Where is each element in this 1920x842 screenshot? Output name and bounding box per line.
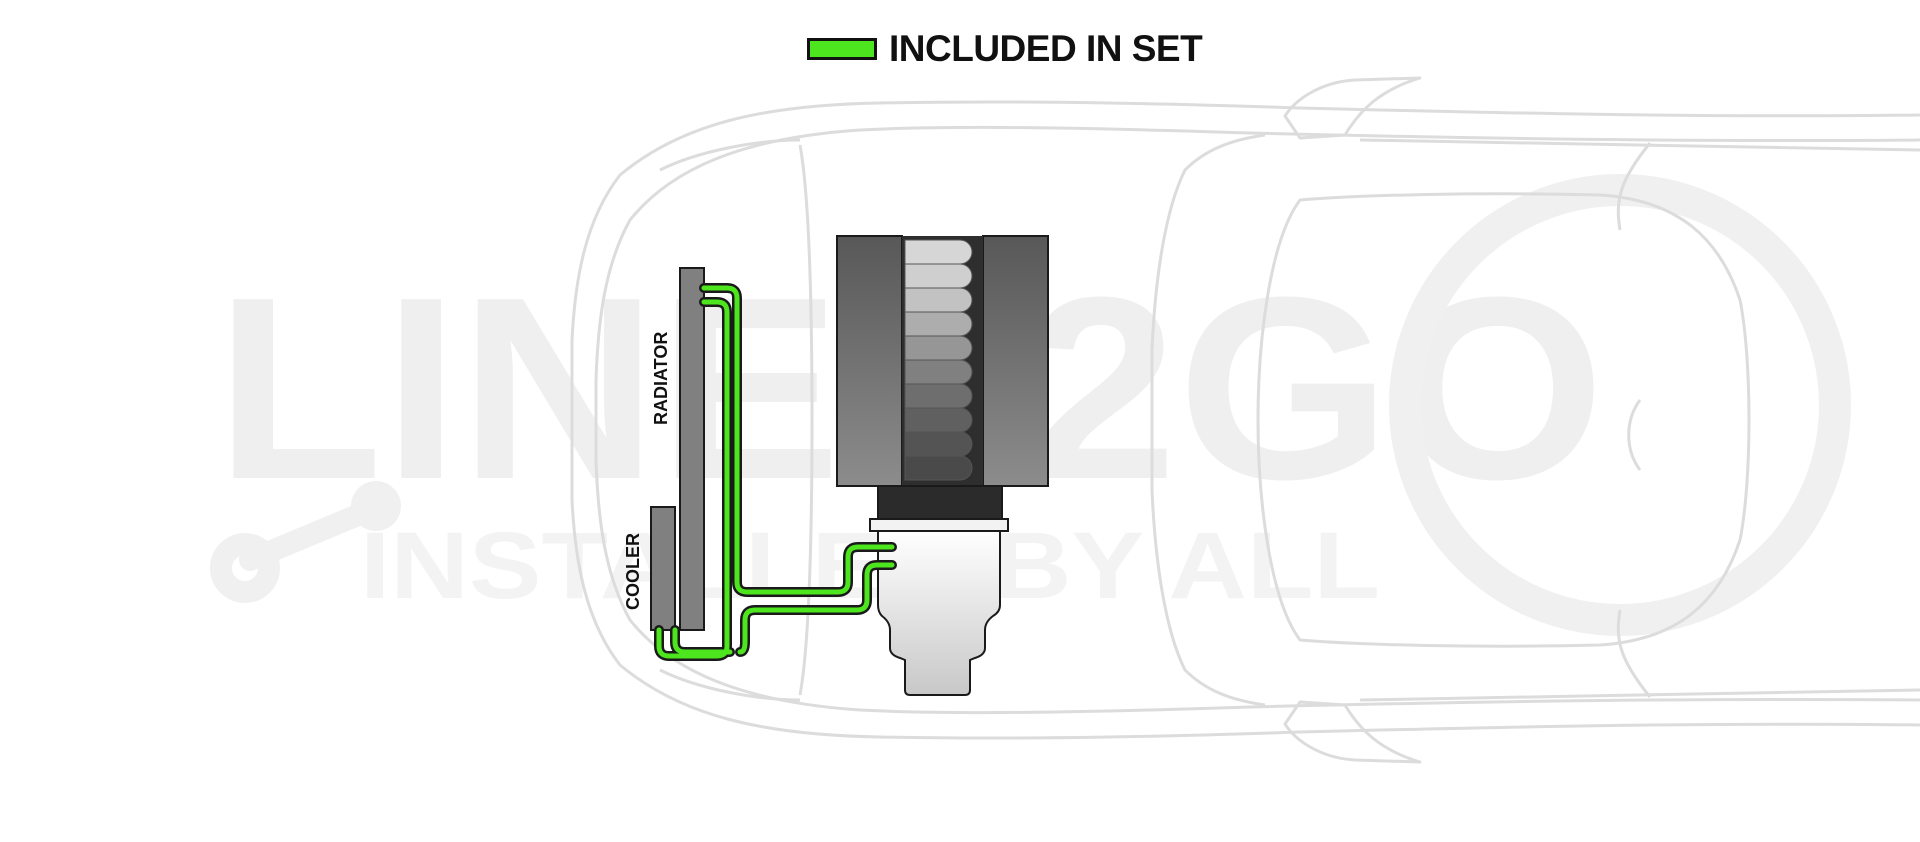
legend-label: INCLUDED IN SET: [889, 28, 1203, 69]
radiator-label: RADIATOR: [651, 332, 671, 425]
engine-left-bank: [836, 235, 903, 487]
legend-swatch: [807, 37, 877, 60]
engine-runners: [904, 239, 973, 481]
cooler-label: COOLER: [623, 533, 643, 610]
engine: [836, 235, 1049, 521]
transmission: [869, 518, 1009, 696]
engine-right-bank: [982, 235, 1049, 487]
car-outline: [570, 76, 1920, 764]
engine-block-lower: [877, 485, 1003, 521]
transmission-body: [877, 530, 1001, 696]
wrench-icon: [210, 481, 401, 603]
cooler: COOLER: [623, 506, 676, 631]
radiator: RADIATOR: [651, 267, 705, 631]
included-line-green: [656, 285, 895, 659]
legend: INCLUDED IN SET: [807, 28, 1203, 69]
transmission-cooler-lines: [654, 283, 897, 661]
